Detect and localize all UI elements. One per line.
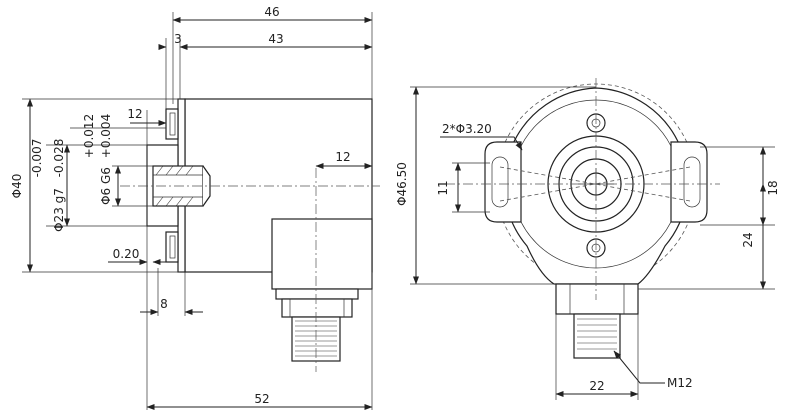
- connector-housing: [271, 218, 373, 290]
- dim-bore-fit: Φ6 G6: [99, 167, 113, 205]
- dim-bore-tol-lower: +0.004: [99, 114, 113, 158]
- dim-spigot-fit: Φ23 g7: [52, 188, 66, 232]
- dim-spigot-tol-upper: -0.007: [30, 139, 44, 178]
- clamp-top: [165, 108, 179, 140]
- dim-overall-length: 46: [264, 5, 279, 19]
- dim-body-length: 43: [268, 32, 283, 46]
- slot-left: [484, 141, 522, 223]
- dim-bore-tol-upper: +0.012: [82, 114, 96, 158]
- dim-slot-width: 11: [436, 180, 450, 195]
- connector-nut: [281, 298, 353, 318]
- dim-body-diameter: Φ40: [10, 174, 24, 199]
- dim-shaft-step: 0.20: [113, 247, 140, 261]
- dim-slot-height: 18: [766, 180, 780, 195]
- bore-hatching: [155, 165, 194, 207]
- dim-clamp-offset: 12: [127, 107, 142, 121]
- dim-thread: M12: [667, 376, 693, 390]
- dim-slot-holes: 2*Φ3.20: [442, 122, 492, 136]
- clamp-bottom: [165, 231, 179, 263]
- dim-flange-width: 8: [160, 297, 168, 311]
- dim-connector-height: 24: [741, 232, 755, 247]
- dim-total-length: 52: [254, 392, 269, 406]
- front-connector-thread: [573, 313, 621, 359]
- dim-connector-width: 22: [589, 379, 604, 393]
- dim-housing-diameter: Φ46.50: [395, 162, 409, 206]
- dim-flange-thickness: 3: [174, 32, 182, 46]
- front-connector-base: [555, 283, 639, 315]
- front-view: Φ46.50 2*Φ3.20 11 18 24 22 M12: [395, 78, 780, 400]
- slot-right: [670, 141, 708, 223]
- connector-base: [275, 288, 359, 300]
- side-view: 46 3 43 12 12 0.20 8 52 Φ40 -0.007 -0.02…: [10, 5, 380, 410]
- dim-connector-offset: 12: [335, 150, 350, 164]
- dim-spigot-tol-lower: -0.028: [52, 139, 66, 178]
